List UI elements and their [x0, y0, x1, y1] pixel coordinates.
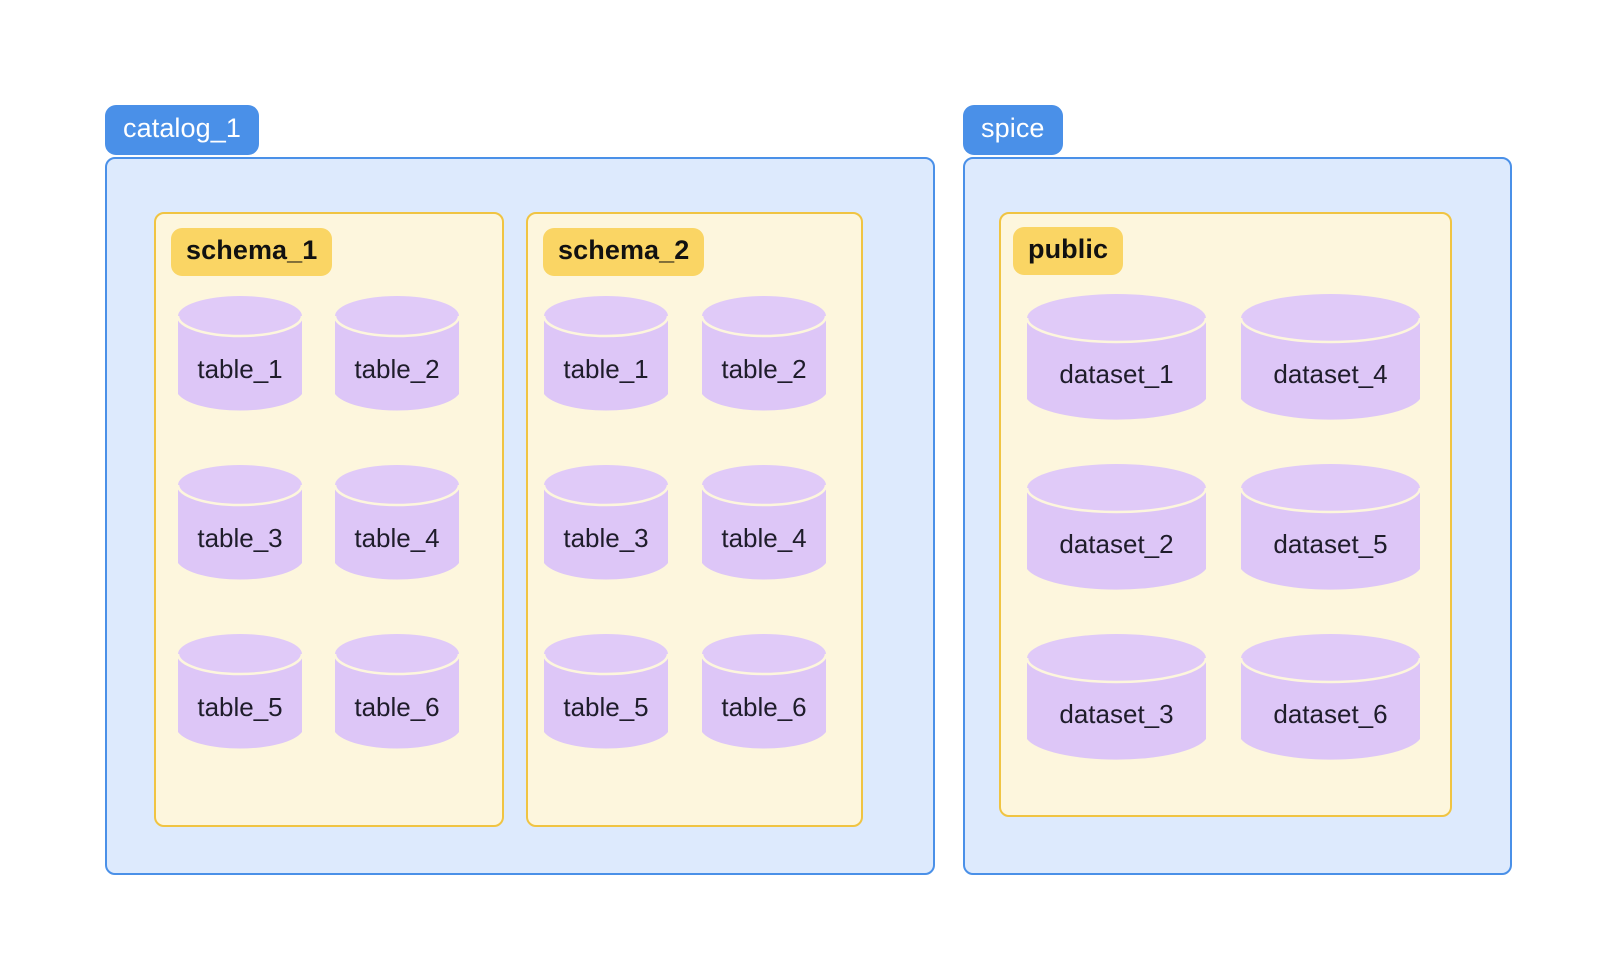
schema-badge-schema_1[interactable]: schema_1 — [171, 228, 333, 276]
cylinder-icon — [1239, 464, 1422, 590]
cylinder-icon — [1239, 634, 1422, 760]
database-cylinder[interactable]: table_4 — [700, 463, 828, 585]
database-cylinder[interactable]: table_1 — [176, 294, 304, 416]
cylinder-icon — [1025, 464, 1208, 590]
schema-badge-public[interactable]: public — [1013, 227, 1124, 275]
database-cylinder[interactable]: dataset_3 — [1025, 632, 1208, 765]
cylinder-icon — [333, 465, 461, 580]
database-cylinder[interactable]: table_2 — [700, 294, 828, 416]
catalog-panel-catalog_1: schema_1 table_1 — [105, 157, 935, 875]
cylinder-icon — [700, 296, 828, 411]
database-cylinder[interactable]: dataset_4 — [1239, 292, 1422, 425]
schema-panel-public: public dataset_1 — [999, 212, 1452, 817]
schema-badge-schema_2[interactable]: schema_2 — [543, 228, 705, 276]
schema-panel-schema_2: schema_2 table_1 — [526, 212, 863, 827]
cylinder-icon — [542, 634, 670, 749]
database-cylinder[interactable]: dataset_6 — [1239, 632, 1422, 765]
database-cylinder[interactable]: dataset_2 — [1025, 462, 1208, 595]
database-cylinder[interactable]: table_6 — [700, 632, 828, 754]
cylinder-icon — [176, 296, 304, 411]
database-cylinder[interactable]: table_3 — [176, 463, 304, 585]
catalog-group-catalog_1: catalog_1 schema_1 table_1 — [105, 105, 935, 875]
cylinder-icon — [1239, 294, 1422, 420]
database-cylinder[interactable]: table_2 — [333, 294, 461, 416]
database-cylinder[interactable]: table_6 — [333, 632, 461, 754]
cylinder-icon — [1025, 294, 1208, 420]
database-cylinder[interactable]: table_1 — [542, 294, 670, 416]
cylinder-icon — [700, 465, 828, 580]
cylinder-icon — [333, 296, 461, 411]
cylinder-icon — [333, 634, 461, 749]
database-cylinder[interactable]: table_5 — [176, 632, 304, 754]
cylinder-icon — [1025, 634, 1208, 760]
database-cylinder[interactable]: table_4 — [333, 463, 461, 585]
cylinder-icon — [176, 465, 304, 580]
catalog-badge-spice[interactable]: spice — [963, 105, 1063, 155]
database-cylinder[interactable]: dataset_1 — [1025, 292, 1208, 425]
cylinder-icon — [542, 465, 670, 580]
catalog-panel-spice: public dataset_1 — [963, 157, 1512, 875]
database-cylinder[interactable]: table_5 — [542, 632, 670, 754]
database-cylinder[interactable]: table_3 — [542, 463, 670, 585]
cylinder-icon — [542, 296, 670, 411]
schema-panel-schema_1: schema_1 table_1 — [154, 212, 504, 827]
catalog-badge-catalog_1[interactable]: catalog_1 — [105, 105, 259, 155]
catalog-group-spice: spice public dataset_1 — [963, 105, 1512, 875]
cylinder-icon — [176, 634, 304, 749]
cylinder-icon — [700, 634, 828, 749]
database-cylinder[interactable]: dataset_5 — [1239, 462, 1422, 595]
